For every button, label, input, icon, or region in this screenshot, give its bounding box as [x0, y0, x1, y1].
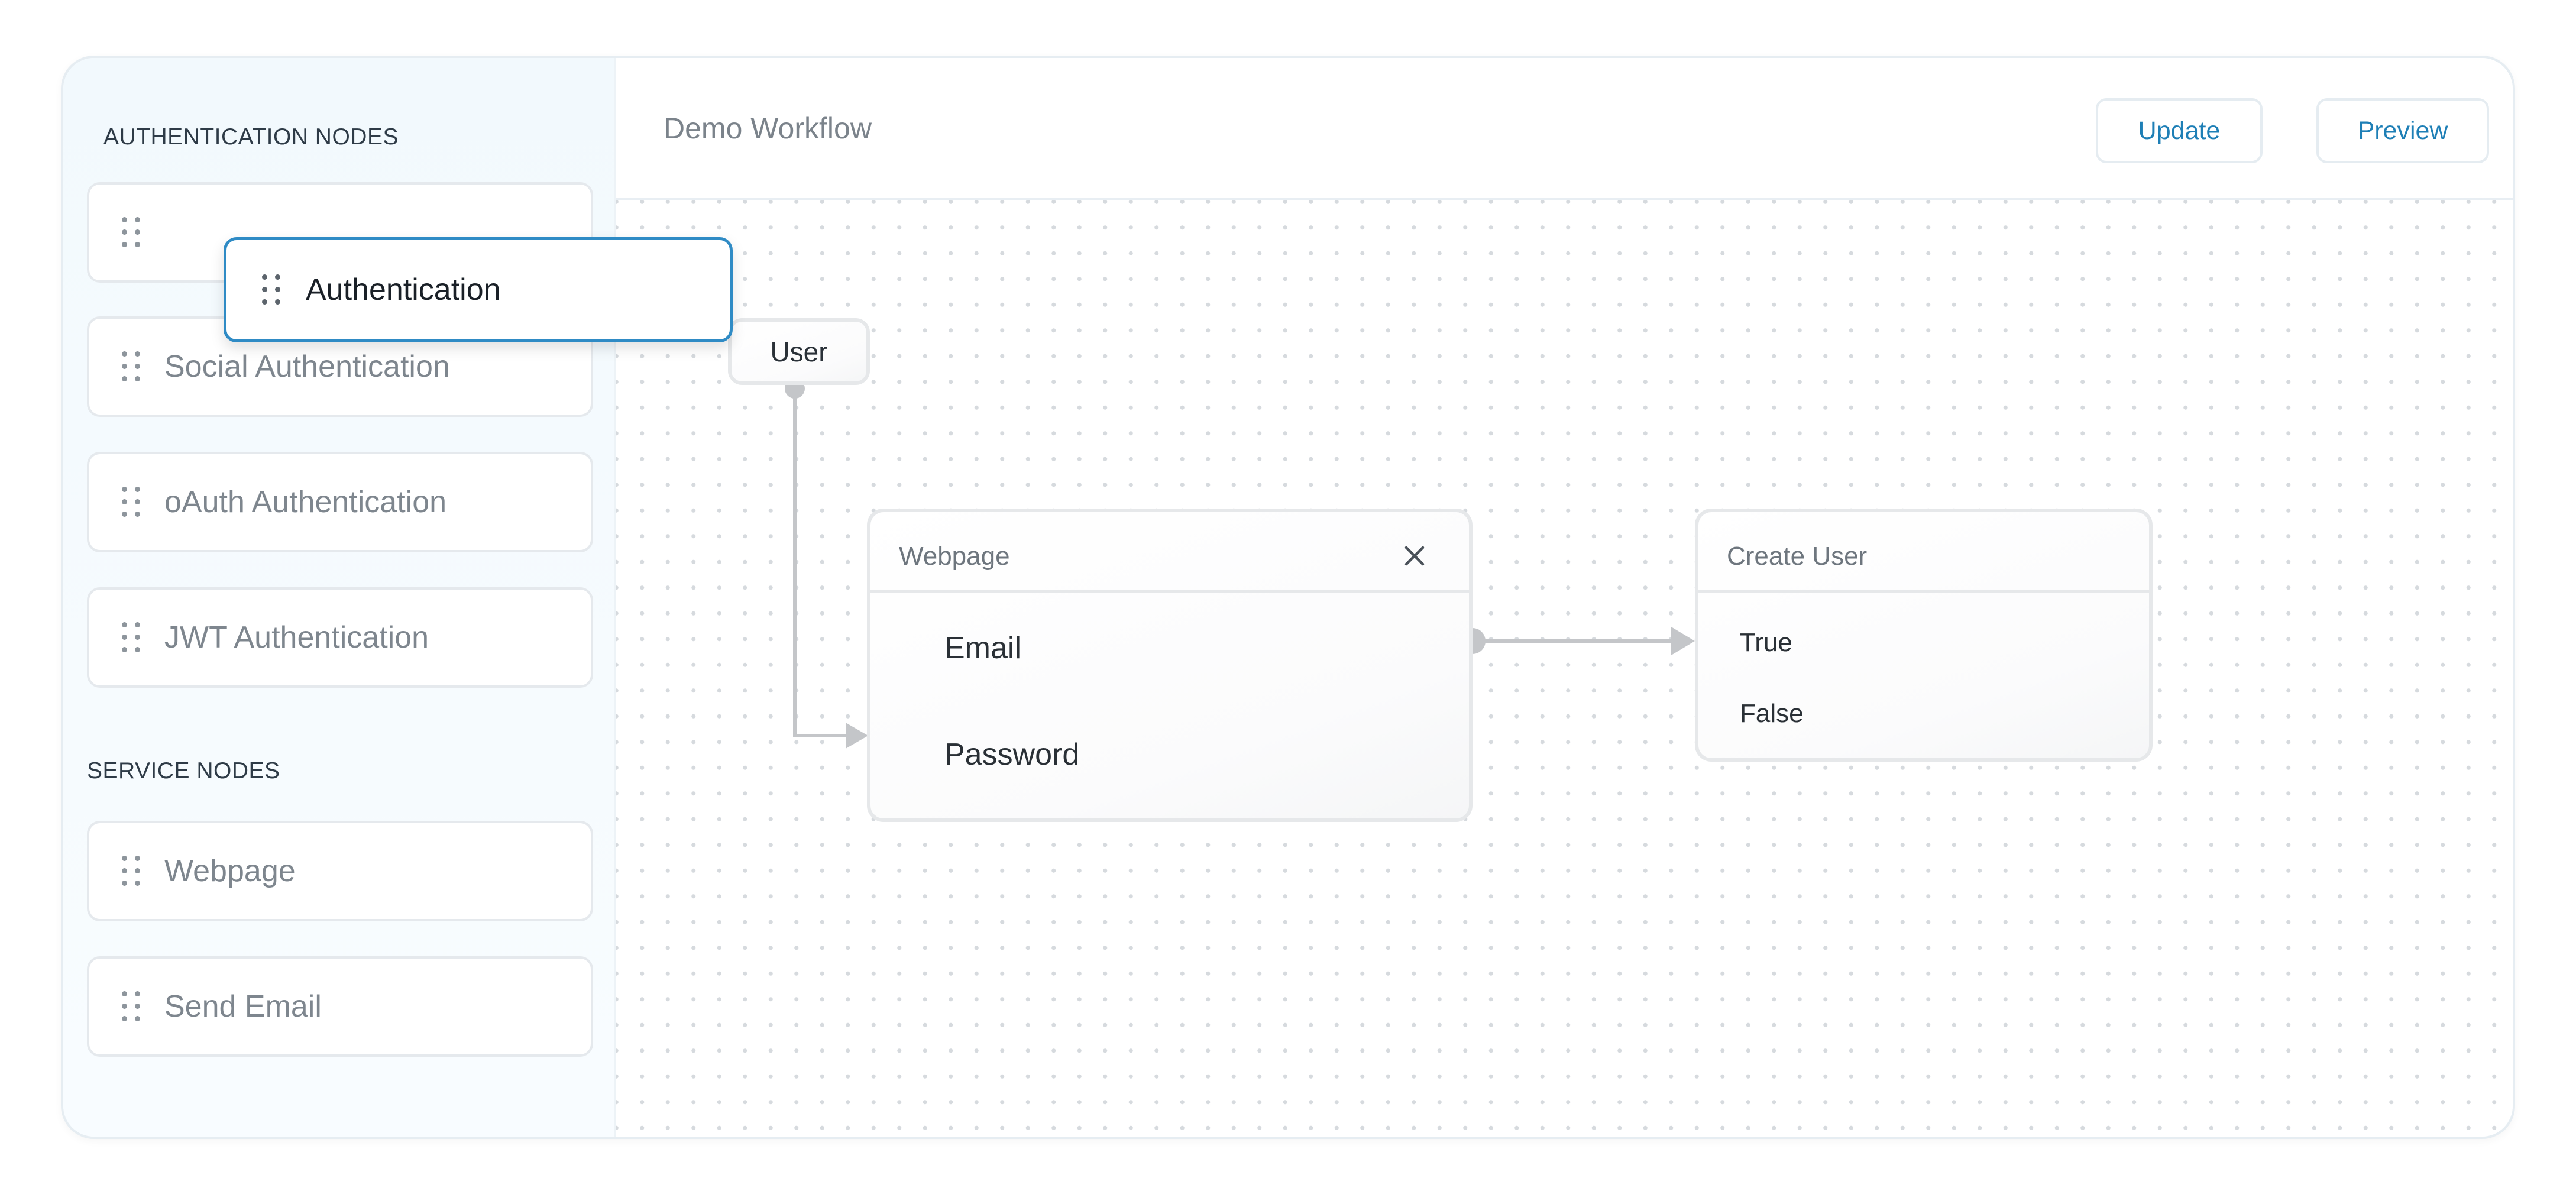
sidebar-item-label: Send Email	[164, 989, 322, 1024]
user-node-label: User	[770, 336, 828, 367]
dragging-node-authentication[interactable]: Authentication	[224, 237, 733, 342]
webpage-node-header: Webpage	[870, 512, 1469, 593]
sidebar-item-label: Webpage	[164, 854, 296, 888]
create-user-node-title: Create User	[1727, 542, 1868, 571]
create-user-option-true[interactable]: True	[1740, 628, 1792, 657]
user-node[interactable]: User	[728, 318, 870, 385]
sidebar-item-label: Social Authentication	[164, 349, 450, 384]
drag-handle-icon[interactable]	[122, 351, 141, 382]
sidebar-item-jwt-authentication[interactable]: JWT Authentication	[87, 587, 593, 688]
workflow-header: Demo Workflow Update Preview	[616, 58, 2513, 200]
drag-handle-icon[interactable]	[122, 487, 141, 517]
update-button[interactable]: Update	[2096, 98, 2263, 163]
close-icon[interactable]	[1403, 544, 1426, 568]
dragging-node-label: Authentication	[306, 273, 501, 307]
preview-button[interactable]: Preview	[2316, 98, 2489, 163]
webpage-field-email[interactable]: Email	[944, 631, 1022, 665]
drag-handle-icon[interactable]	[262, 274, 281, 305]
webpage-node[interactable]: Webpage Email Password	[867, 509, 1473, 822]
sidebar-item-label: JWT Authentication	[164, 620, 429, 655]
create-user-node-header: Create User	[1698, 512, 2149, 593]
service-nodes-section-title: SERVICE NODES	[87, 758, 280, 784]
page-title: Demo Workflow	[664, 112, 872, 145]
create-user-option-false[interactable]: False	[1740, 699, 1804, 728]
sidebar-item-webpage[interactable]: Webpage	[87, 821, 593, 921]
sidebar-item-oauth-authentication[interactable]: oAuth Authentication	[87, 452, 593, 552]
drag-handle-icon[interactable]	[122, 622, 141, 653]
create-user-node[interactable]: Create User True False	[1695, 509, 2153, 762]
auth-nodes-section-title: AUTHENTICATION NODES	[103, 124, 399, 150]
sidebar-item-label: oAuth Authentication	[164, 485, 447, 519]
sidebar-item-send-email[interactable]: Send Email	[87, 956, 593, 1057]
node-palette-sidebar: AUTHENTICATION NODES Social Authenticati…	[63, 58, 733, 1137]
drag-handle-icon[interactable]	[122, 991, 141, 1022]
drag-handle-icon[interactable]	[122, 856, 141, 886]
drag-handle-icon[interactable]	[122, 217, 141, 248]
webpage-node-title: Webpage	[899, 542, 1010, 571]
webpage-field-password[interactable]: Password	[944, 737, 1080, 772]
